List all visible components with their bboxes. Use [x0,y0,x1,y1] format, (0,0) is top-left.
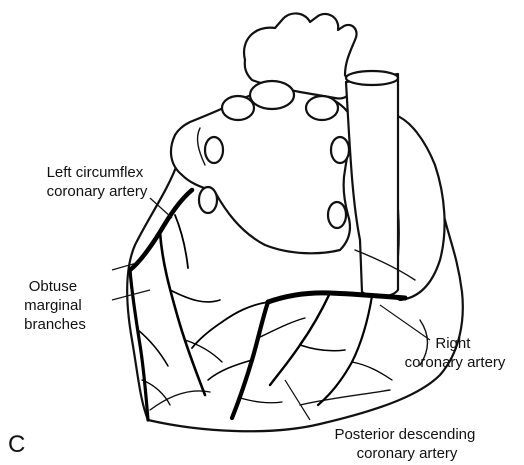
pulmonary-vein-1 [205,137,223,163]
label-posterior-descending: Posterior descending coronary artery [334,426,479,462]
pulmonary-vein-4 [328,202,346,228]
pulmonary-vein-3 [331,137,349,163]
label-left-circumflex: Left circumflex coronary artery [47,164,148,200]
label-obtuse-marginal: Obtuse marginal branches [24,278,86,333]
vessel-opening-1 [250,81,294,109]
vessel-opening-2 [222,96,254,120]
vena-cava-opening [346,71,398,85]
panel-letter: C [8,431,25,458]
vessel-opening-3 [306,96,338,120]
pulmonary-vein-2 [199,187,217,213]
